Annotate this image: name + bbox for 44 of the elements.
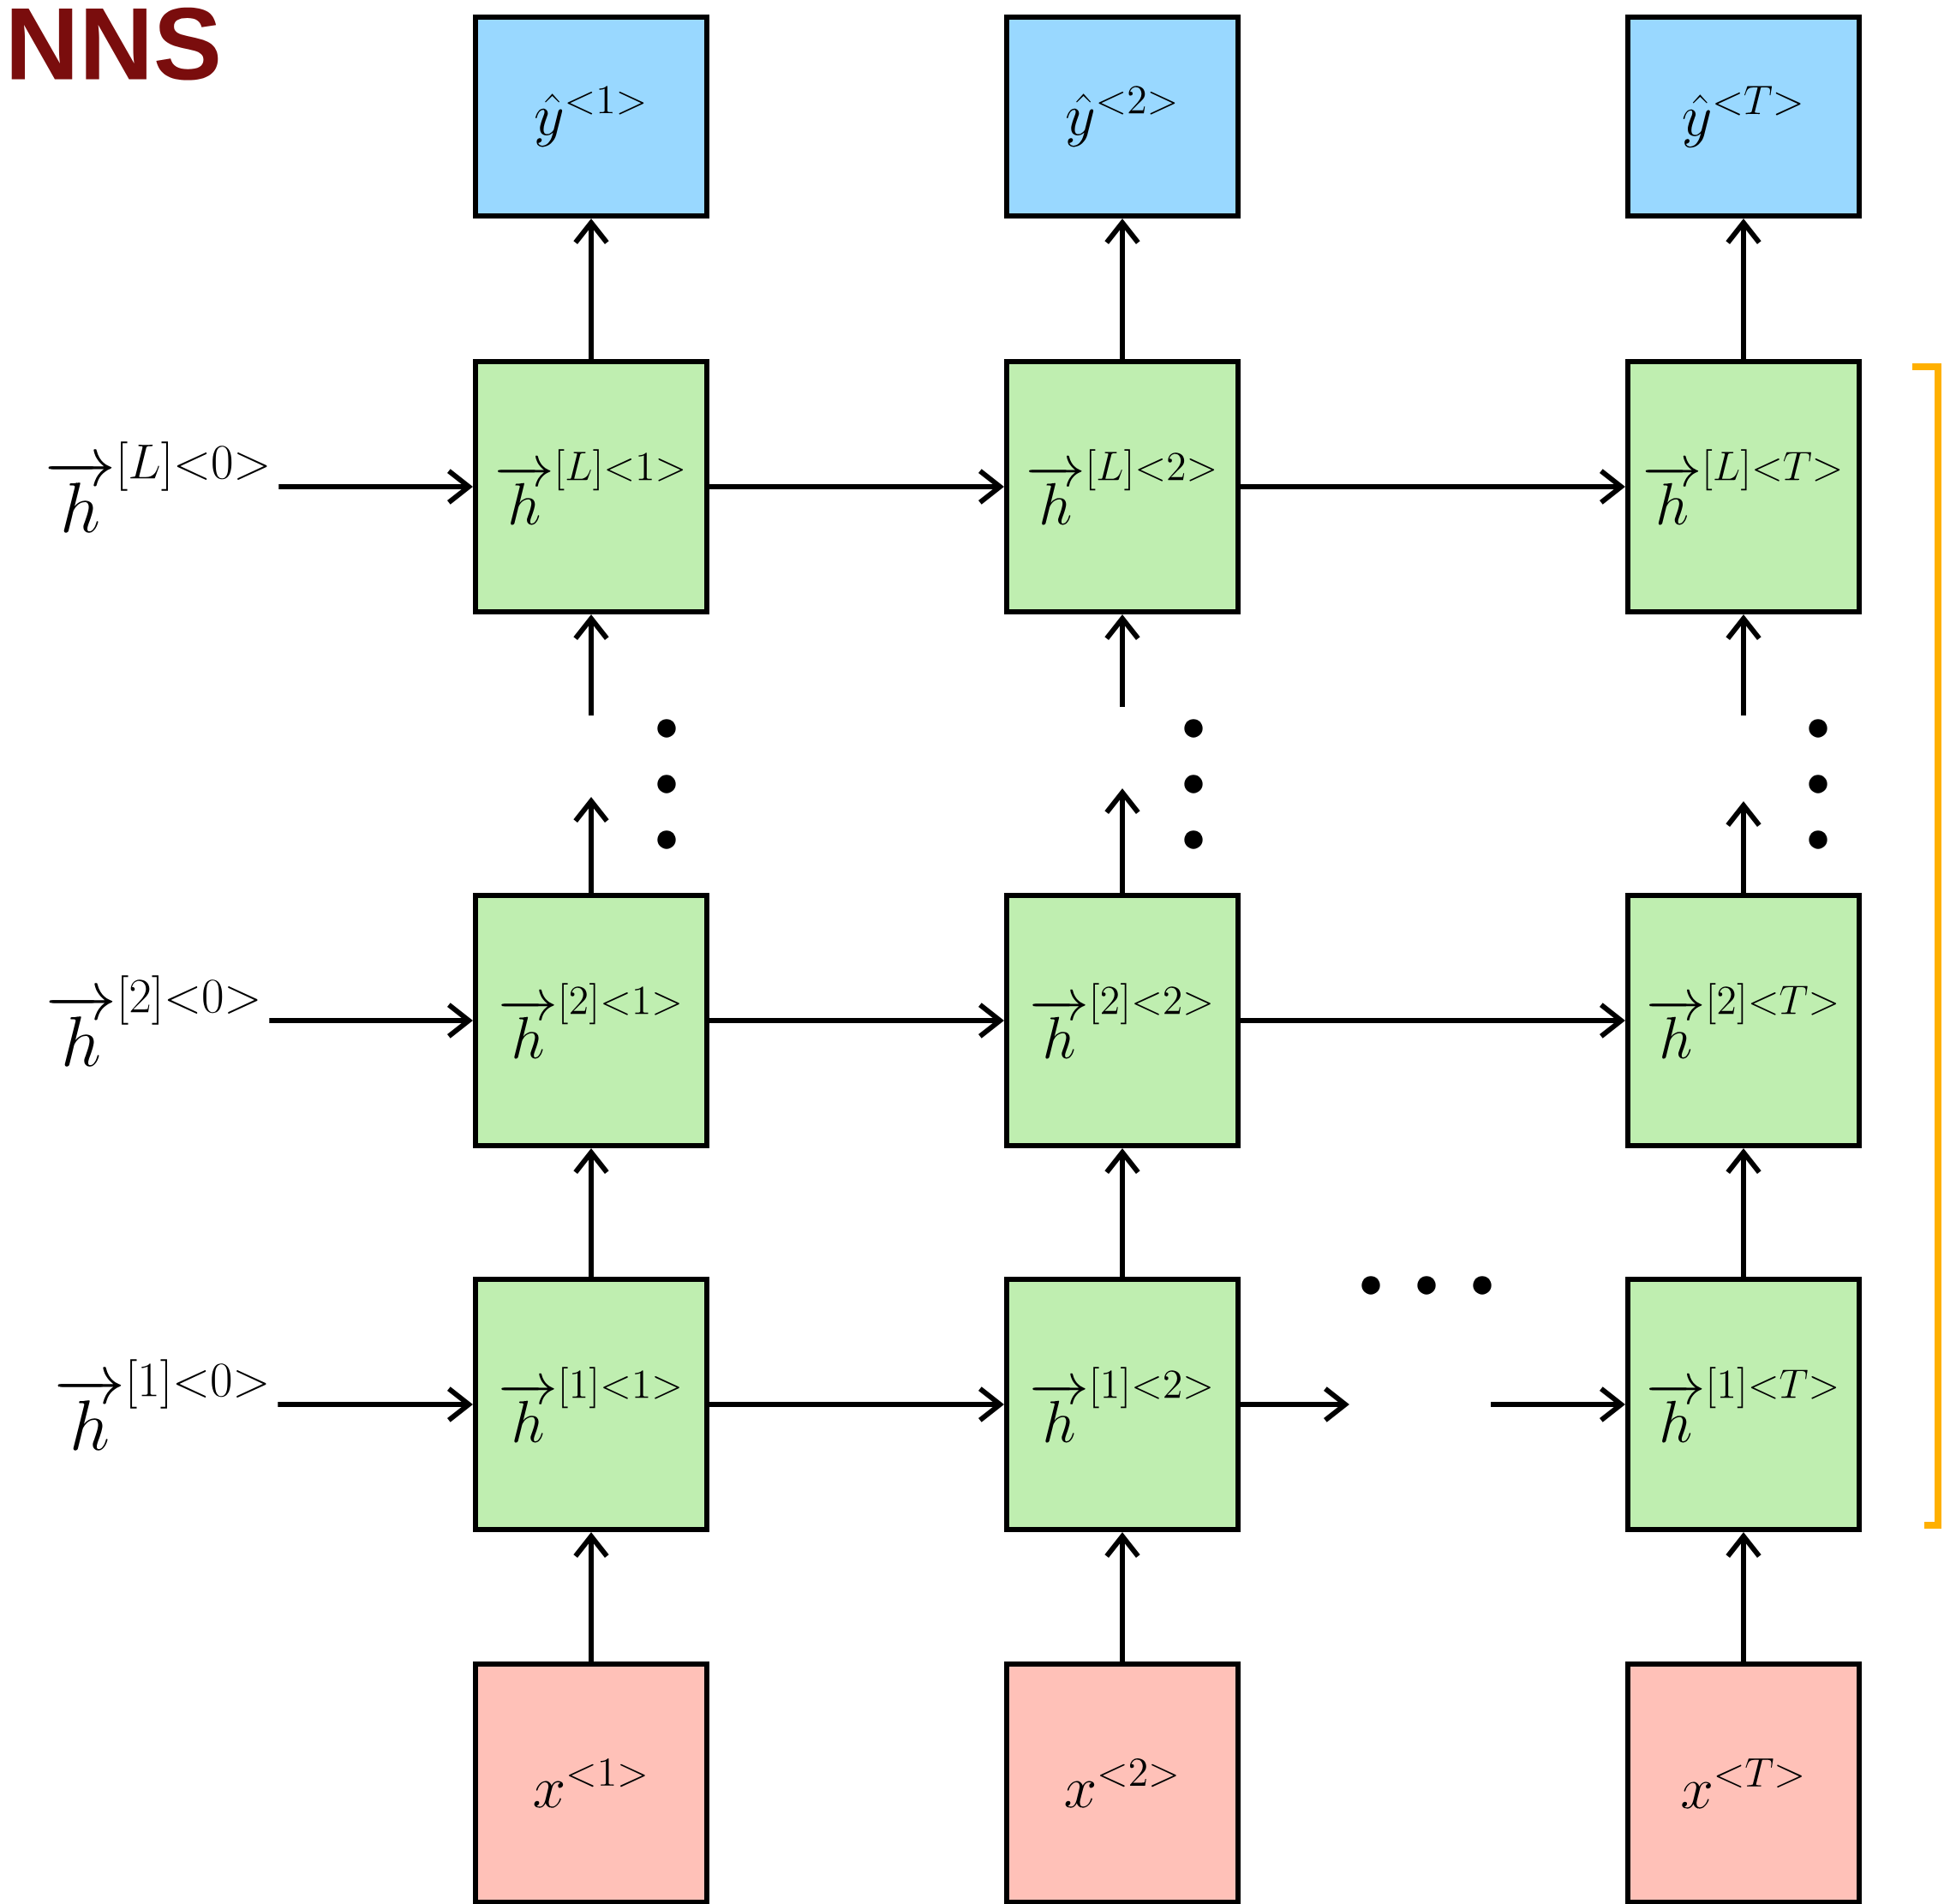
title: NNS [11,7,218,81]
arrow [1104,788,1140,893]
hidden-state-box: $\overrightarrow{h}^{[L]<1>}$ [473,359,709,614]
initial-state-label: $\overrightarrow{h}^{[L]<0>}$ [48,441,267,533]
arrow [573,1148,609,1277]
arrow [269,1003,473,1039]
arrow [573,219,609,359]
arrow [709,1386,1004,1422]
initial-state-label: $\overrightarrow{h}^{[1]<0>}$ [57,1359,266,1451]
output-box: $\hat{y}^{<2>}$ [1004,15,1241,219]
hidden-state-box: $\overrightarrow{h}^{[2]<1>}$ [473,893,709,1148]
arrow [1104,1148,1140,1277]
arrow [1241,469,1625,505]
initial-state-label: $\overrightarrow{h}^{[2]<0>}$ [49,975,258,1067]
arrow [1104,614,1140,707]
hidden-state-box: $\overrightarrow{h}^{[1]<2>}$ [1004,1277,1241,1532]
arrow [278,469,473,505]
hidden-state-box: $\overrightarrow{h}^{[L]<2>}$ [1004,359,1241,614]
input-box: $x^{<T>}$ [1625,1662,1862,1904]
arrow [1726,614,1762,715]
arrow [1726,219,1762,359]
arrow [709,469,1004,505]
arrow [1241,1003,1625,1039]
arrow [709,1003,1004,1039]
output-box: $\hat{y}^{<T>}$ [1625,15,1862,219]
arrow [278,1386,473,1422]
arrow [1241,1386,1349,1422]
hidden-state-box: $\overrightarrow{h}^{[1]<1>}$ [473,1277,709,1532]
arrow [1491,1386,1625,1422]
arrow [1104,219,1140,359]
input-box: $x^{<2>}$ [1004,1662,1241,1904]
arrow [1726,1532,1762,1662]
arrow [1726,801,1762,893]
arrow [1104,1532,1140,1662]
arrow [573,614,609,715]
output-box: $\hat{y}^{<1>}$ [473,15,709,219]
hidden-state-box: $\overrightarrow{h}^{[2]<2>}$ [1004,893,1241,1148]
arrow [573,1532,609,1662]
arrow [1726,1148,1762,1277]
input-box: $x^{<1>}$ [473,1662,709,1904]
hidden-state-box: $\overrightarrow{h}^{[L]<T>}$ [1625,359,1862,614]
hidden-state-box: $\overrightarrow{h}^{[2]<T>}$ [1625,893,1862,1148]
hidden-state-box: $\overrightarrow{h}^{[1]<T>}$ [1625,1277,1862,1532]
arrow [573,797,609,893]
